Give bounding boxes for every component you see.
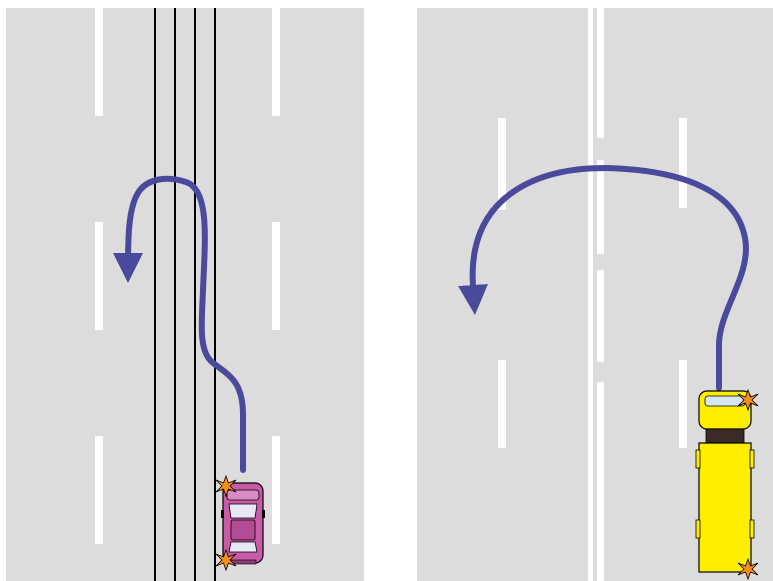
right-panel [417,8,773,581]
truck-icon [696,390,758,579]
car-icon [216,476,265,570]
left-road [6,8,364,581]
left-panel [6,8,364,581]
